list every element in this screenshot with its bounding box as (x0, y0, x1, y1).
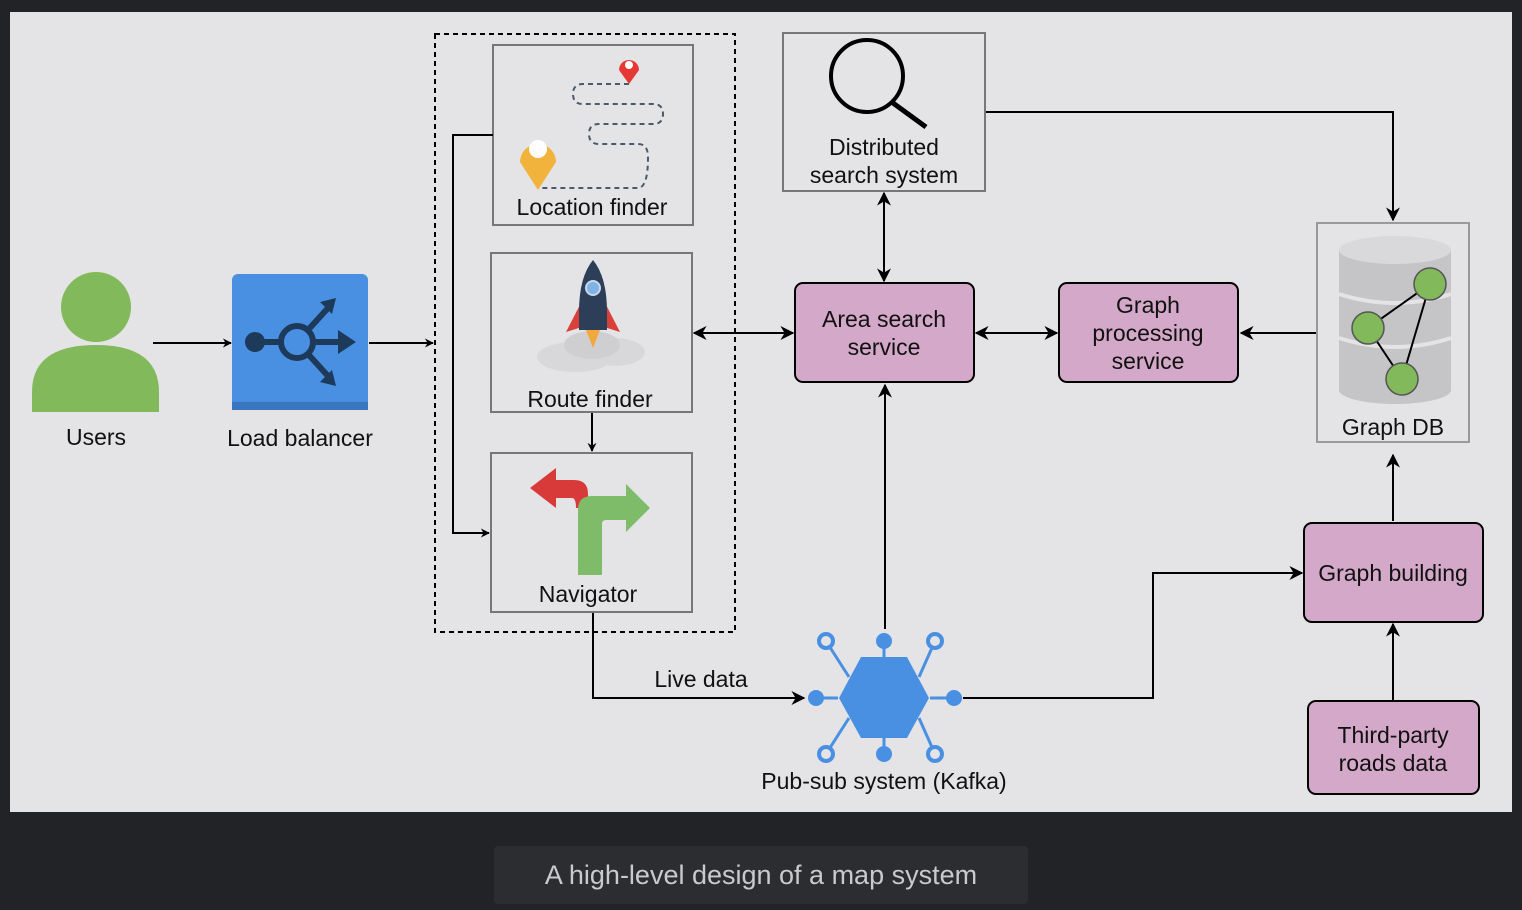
magnifier-icon (829, 38, 928, 130)
navigator-label: Navigator (539, 581, 638, 607)
graph-db-label: Graph DB (1342, 414, 1444, 440)
arrow-location-to-navigator (452, 134, 493, 538)
location-finder-label: Location finder (517, 194, 668, 220)
live-data-label: Live data (654, 666, 748, 692)
caption-box: A high-level design of a map system (494, 846, 1028, 904)
third-party-label-1: Third-party (1337, 722, 1449, 748)
database-icon (1338, 236, 1452, 404)
route-finder-label: Route finder (527, 386, 653, 412)
turn-arrows-icon (530, 468, 650, 575)
arrow-navigator-to-pubsub (592, 613, 806, 705)
arrow-search-to-graphdb (986, 111, 1400, 222)
pubsub-label: Pub-sub system (Kafka) (761, 768, 1006, 794)
route-finder-node: Route finder (490, 252, 693, 413)
location-route-icon (520, 60, 665, 190)
graph-db-node: Graph DB (1316, 222, 1470, 443)
load-balancer-node: Load balancer (227, 274, 373, 451)
kafka-hub-icon (808, 632, 962, 763)
user-icon (32, 272, 159, 412)
diagram-canvas: Users Load balancer Location (10, 12, 1512, 812)
arrow-pubsub-to-graph-building (963, 566, 1304, 699)
area-search-service-node: Area search service (794, 282, 975, 383)
distributed-search-node: Distributed search system (782, 32, 986, 192)
rocket-icon (537, 260, 645, 372)
load-balancer-icon (232, 274, 368, 410)
distributed-search-label-1: Distributed (829, 134, 939, 160)
load-balancer-label: Load balancer (227, 425, 373, 451)
third-party-label-2: roads data (1339, 750, 1448, 776)
graph-processing-label-3: service (1112, 348, 1185, 374)
connectors (153, 111, 1400, 705)
area-search-label-1: Area search (822, 306, 946, 332)
users-node: Users (32, 272, 159, 450)
graph-building-label: Graph building (1318, 560, 1468, 586)
distributed-search-label-2: search system (810, 162, 958, 188)
caption-text: A high-level design of a map system (544, 859, 978, 890)
pubsub-node: Pub-sub system (Kafka) (761, 632, 1007, 794)
graph-processing-label-2: processing (1092, 320, 1203, 346)
users-label: Users (66, 424, 126, 450)
graph-processing-label-1: Graph (1116, 292, 1180, 318)
navigator-node: Navigator (490, 452, 693, 613)
graph-building-node: Graph building (1303, 522, 1484, 623)
location-finder-node: Location finder (492, 44, 694, 226)
third-party-roads-node: Third-party roads data (1307, 700, 1480, 795)
architecture-diagram: Users Load balancer Location (32, 32, 1484, 795)
area-search-label-2: service (848, 334, 921, 360)
graph-processing-service-node: Graph processing service (1058, 282, 1239, 383)
